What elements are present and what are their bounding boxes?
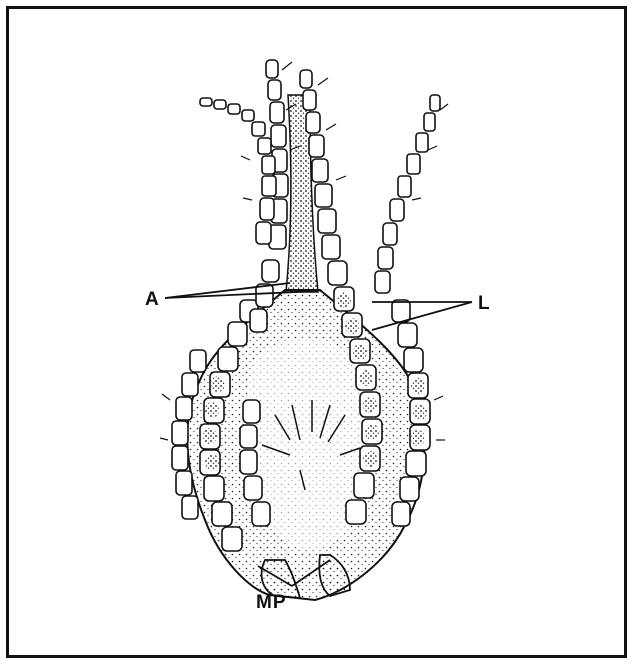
arm-far-right: [375, 95, 440, 293]
arm-far-left: [200, 98, 276, 244]
label-mp: MP: [256, 592, 287, 614]
label-l: L: [478, 293, 491, 315]
label-a: A: [145, 289, 160, 311]
leader-l-lower: [372, 302, 472, 330]
